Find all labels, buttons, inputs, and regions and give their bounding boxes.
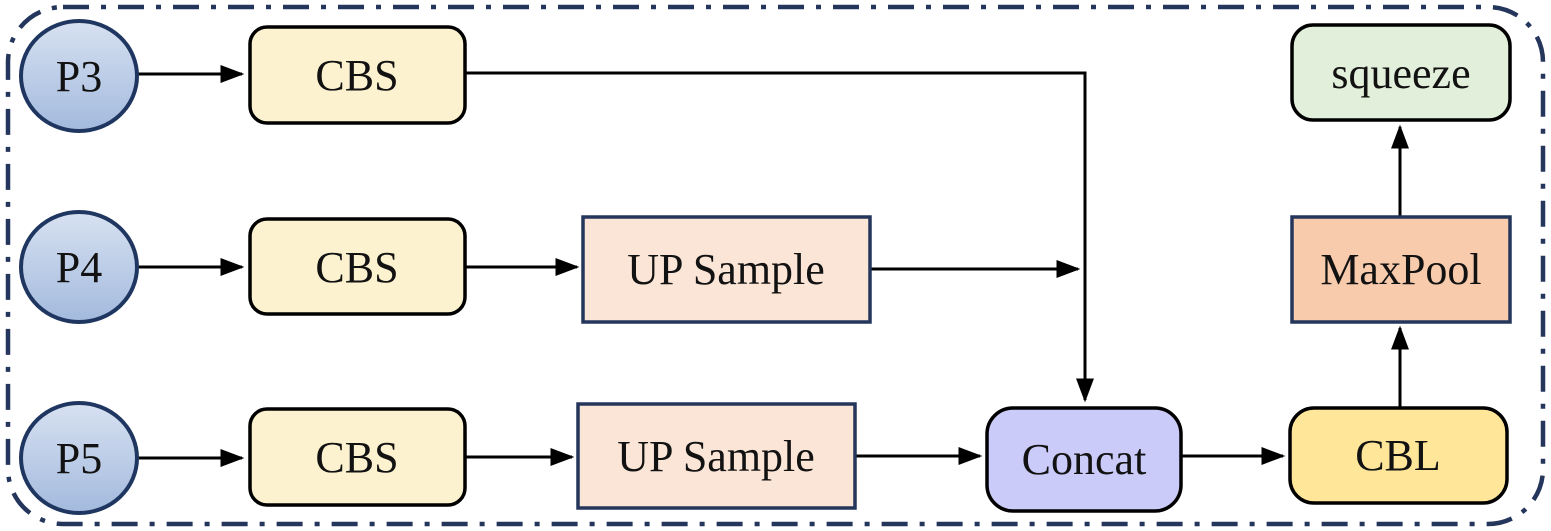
node-squeeze: squeeze bbox=[1290, 23, 1512, 122]
cbs3-box bbox=[248, 407, 467, 507]
p5-label: P5 bbox=[56, 434, 102, 483]
node-concat: Concat bbox=[985, 406, 1183, 513]
squeeze-box bbox=[1290, 23, 1512, 122]
upsample1-box bbox=[581, 215, 872, 324]
concat-label: Concat bbox=[1022, 435, 1147, 484]
cbs1-label: CBS bbox=[315, 51, 398, 100]
cbs3-label: CBS bbox=[315, 433, 398, 482]
upsample2-label: UP Sample bbox=[617, 432, 815, 481]
p5-circle bbox=[19, 401, 139, 515]
cbs2-label: CBS bbox=[315, 243, 398, 292]
upsample1-label: UP Sample bbox=[627, 245, 825, 294]
cbs1-box bbox=[248, 25, 467, 125]
cbs2-box bbox=[248, 217, 467, 316]
cbl-box bbox=[1288, 406, 1509, 505]
maxpool-label: MaxPool bbox=[1320, 245, 1481, 294]
concat-box bbox=[985, 406, 1183, 513]
node-cbs1: CBS bbox=[248, 25, 467, 125]
node-upsample2: UP Sample bbox=[576, 402, 857, 510]
p3-label: P3 bbox=[56, 52, 102, 101]
edge-cbs1-to-concat bbox=[465, 71, 1094, 403]
node-p4: P4 bbox=[19, 210, 139, 324]
node-maxpool: MaxPool bbox=[1290, 215, 1512, 324]
squeeze-label: squeeze bbox=[1331, 49, 1470, 98]
upsample2-box bbox=[576, 402, 857, 510]
maxpool-box bbox=[1290, 215, 1512, 324]
p3-circle bbox=[19, 19, 139, 133]
p4-label: P4 bbox=[56, 243, 102, 292]
node-upsample1: UP Sample bbox=[581, 215, 872, 324]
node-cbl: CBL bbox=[1288, 406, 1509, 505]
outer-dashdot-frame bbox=[5, 4, 1546, 527]
p4-circle bbox=[19, 210, 139, 324]
node-cbs3: CBS bbox=[248, 407, 467, 507]
node-p3: P3 bbox=[19, 19, 139, 133]
cbl-label: CBL bbox=[1355, 431, 1441, 480]
node-cbs2: CBS bbox=[248, 217, 467, 316]
node-p5: P5 bbox=[19, 401, 139, 515]
